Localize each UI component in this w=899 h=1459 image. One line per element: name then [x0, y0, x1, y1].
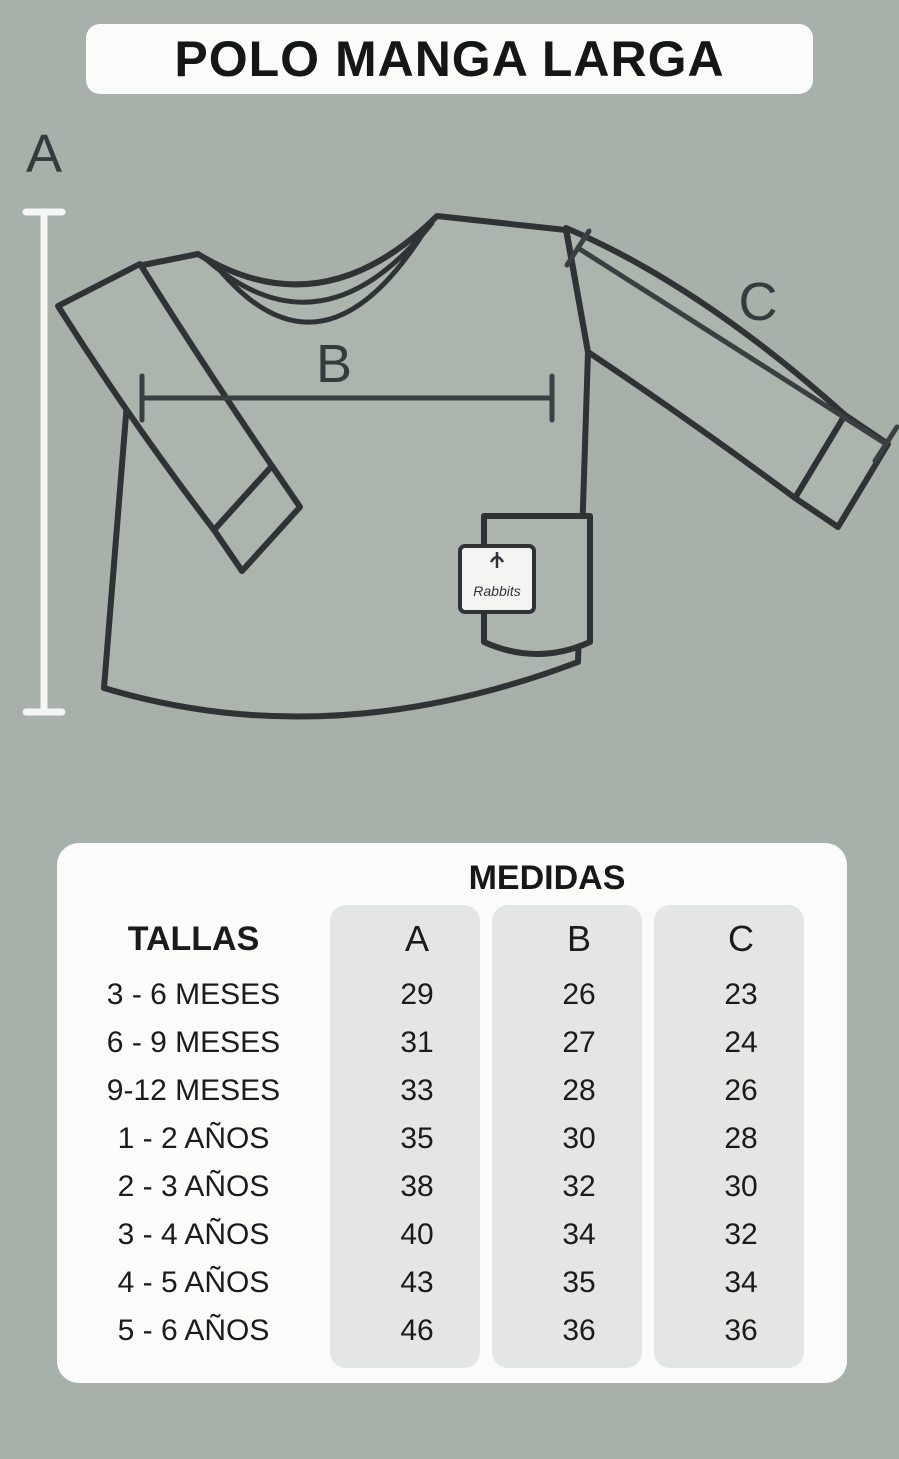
measure-value-b: 26	[562, 978, 596, 1011]
size-label: 6 - 9 MESES	[106, 1026, 281, 1059]
table-row: 3 - 4 AÑOS 40 34 32	[57, 1211, 804, 1259]
table-header-row: TALLAS A B C	[57, 915, 804, 963]
page-title-box: POLO MANGA LARGA	[86, 24, 813, 94]
table-row: 4 - 5 AÑOS 43 35 34	[57, 1259, 804, 1307]
column-a-header: A	[404, 918, 429, 959]
size-label: 3 - 4 AÑOS	[117, 1218, 270, 1251]
measure-value-b: 36	[562, 1314, 596, 1347]
measure-value-a: 31	[400, 1026, 434, 1059]
brand-tag: Rabbits	[458, 544, 536, 614]
measure-value-c: 36	[724, 1314, 758, 1347]
column-c-header: C	[728, 918, 754, 959]
measure-b-label: B	[316, 334, 352, 394]
shirt-left-cuff	[211, 463, 303, 574]
measure-value-b: 35	[562, 1266, 596, 1299]
measure-value-c: 24	[724, 1026, 758, 1059]
measure-value-c: 32	[724, 1218, 758, 1251]
size-label: 5 - 6 AÑOS	[117, 1314, 270, 1347]
brand-mark-icon	[489, 552, 505, 568]
measure-value-a: 35	[400, 1122, 434, 1155]
shirt-diagram: Rabbits A B C	[22, 124, 899, 720]
measure-c-label: C	[739, 272, 778, 332]
table-row: 5 - 6 AÑOS 46 36 36	[57, 1307, 804, 1355]
measure-value-a: 38	[400, 1170, 434, 1203]
measure-value-a: 33	[400, 1074, 434, 1107]
table-row: 2 - 3 AÑOS 38 32 30	[57, 1163, 804, 1211]
size-label: 4 - 5 AÑOS	[117, 1266, 270, 1299]
measure-value-b: 34	[562, 1218, 596, 1251]
brand-tag-text: Rabbits	[473, 583, 520, 599]
column-b-header: B	[566, 918, 591, 959]
table-row: 9-12 MESES 33 28 26	[57, 1067, 804, 1115]
measure-value-a: 46	[400, 1314, 434, 1347]
table-title: MEDIDAS	[468, 859, 626, 897]
size-label: 2 - 3 AÑOS	[117, 1170, 270, 1203]
measure-value-b: 32	[562, 1170, 596, 1203]
column-a-background	[330, 905, 480, 1368]
size-table-rows: 3 - 6 MESES 29 26 23 6 - 9 MESES 31 27 24 9-12 M…	[57, 971, 804, 1355]
measure-value-a: 29	[400, 978, 434, 1011]
measure-c-line	[564, 228, 899, 464]
measure-value-c: 28	[724, 1122, 758, 1155]
measure-a-label: A	[26, 124, 62, 184]
measure-value-c: 30	[724, 1170, 758, 1203]
size-label: 3 - 6 MESES	[106, 978, 281, 1011]
measure-value-b: 27	[562, 1026, 596, 1059]
table-row: 6 - 9 MESES 31 27 24	[57, 1019, 804, 1067]
size-label: 1 - 2 AÑOS	[117, 1122, 270, 1155]
column-b-background	[492, 905, 642, 1368]
brand-tag-frame	[458, 544, 536, 614]
tallas-header: TALLAS	[127, 920, 260, 958]
measure-value-a: 40	[400, 1218, 434, 1251]
measure-value-c: 26	[724, 1074, 758, 1107]
measure-value-b: 28	[562, 1074, 596, 1107]
collar-ribbing	[204, 220, 435, 325]
table-row: 3 - 6 MESES 29 26 23	[57, 971, 804, 1019]
size-label: 9-12 MESES	[106, 1074, 281, 1107]
page-title: POLO MANGA LARGA	[174, 31, 725, 87]
measure-value-b: 30	[562, 1122, 596, 1155]
size-table-card: MEDIDAS TALLAS A B C 3 - 6 MESES 29 26 23 6 …	[57, 843, 847, 1383]
table-row: 1 - 2 AÑOS 35 30 28	[57, 1115, 804, 1163]
measure-b-line	[139, 373, 555, 423]
measure-value-c: 23	[724, 978, 758, 1011]
column-c-background	[654, 905, 804, 1368]
measure-value-c: 34	[724, 1266, 758, 1299]
measure-value-a: 43	[400, 1266, 434, 1299]
measure-a-line	[22, 208, 66, 716]
